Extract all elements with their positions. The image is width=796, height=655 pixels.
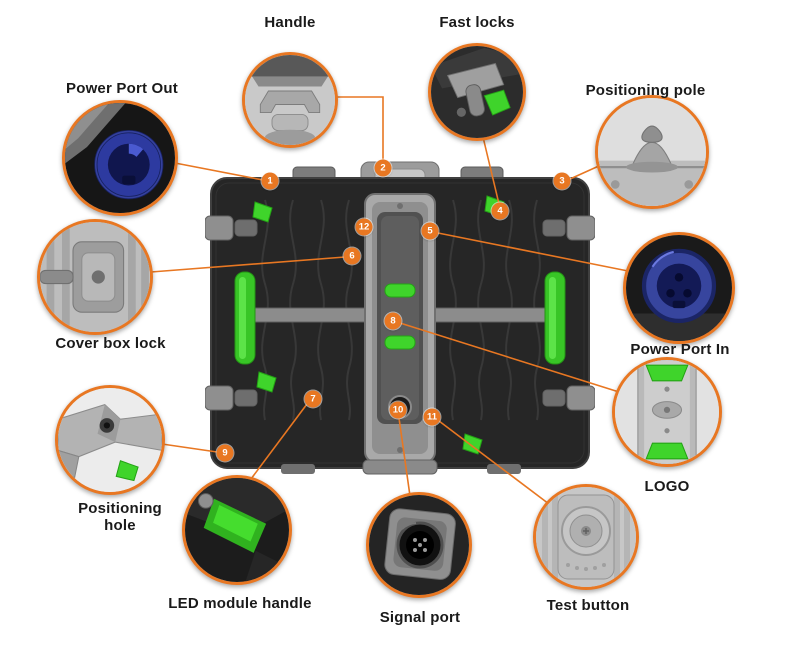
label-handle: Handle: [264, 14, 316, 31]
marker-5: 5: [421, 222, 439, 240]
marker-10: 10: [389, 401, 407, 419]
test-button-photo: [536, 487, 636, 587]
positioning-hole-photo: [58, 388, 162, 492]
marker-9: 9: [216, 444, 234, 462]
cover-box-lock-photo: [40, 222, 150, 332]
marker-3: 3: [553, 172, 571, 190]
callout-power-port-in: [623, 232, 735, 344]
label-led-module-handle: LED module handle: [168, 595, 312, 612]
callout-logo: [612, 357, 722, 467]
label-fast-locks: Fast locks: [439, 14, 515, 31]
callout-handle: [242, 52, 338, 148]
corner-brackets: [205, 215, 595, 411]
positioning-pole-photo: [598, 98, 706, 206]
label-cover-box-lock: Cover box lock: [55, 335, 166, 352]
marker-6: 6: [343, 247, 361, 265]
power-port-out-photo: [65, 103, 175, 213]
green-handle-bar-right: [544, 271, 566, 365]
label-power-port-in: Power Port In: [630, 341, 730, 358]
marker-7: 7: [304, 390, 322, 408]
callout-test-button: [533, 484, 639, 590]
marker-1: 1: [261, 172, 279, 190]
green-handle-bar-left: [234, 271, 256, 365]
label-positioning-hole: Positioning hole: [78, 500, 162, 535]
label-logo: LOGO: [644, 478, 690, 495]
led-module-handle-photo: [185, 478, 289, 582]
callout-signal-port: [366, 492, 472, 598]
marker-4: 4: [491, 202, 509, 220]
callout-fast-locks: [428, 43, 526, 141]
marker-12: 12: [355, 218, 373, 236]
signal-port-photo: [369, 495, 469, 595]
label-positioning-pole: Positioning pole: [585, 82, 706, 99]
marker-11: 11: [423, 408, 441, 426]
power-port-in-photo: [626, 235, 732, 341]
label-test-button: Test button: [546, 597, 630, 614]
marker-8: 8: [384, 312, 402, 330]
callout-positioning-hole: [55, 385, 165, 495]
label-signal-port: Signal port: [379, 609, 461, 626]
crossbars: [244, 307, 556, 323]
fast-locks-photo: [431, 46, 523, 138]
handle-photo: [245, 55, 335, 145]
callout-led-module-handle: [182, 475, 292, 585]
logo-strip-photo: [615, 360, 719, 464]
label-power-port-out: Power Port Out: [66, 80, 178, 97]
callout-positioning-pole: [595, 95, 709, 209]
callout-cover-box-lock: [37, 219, 153, 335]
callout-power-port-out: [62, 100, 178, 216]
marker-2: 2: [374, 159, 392, 177]
